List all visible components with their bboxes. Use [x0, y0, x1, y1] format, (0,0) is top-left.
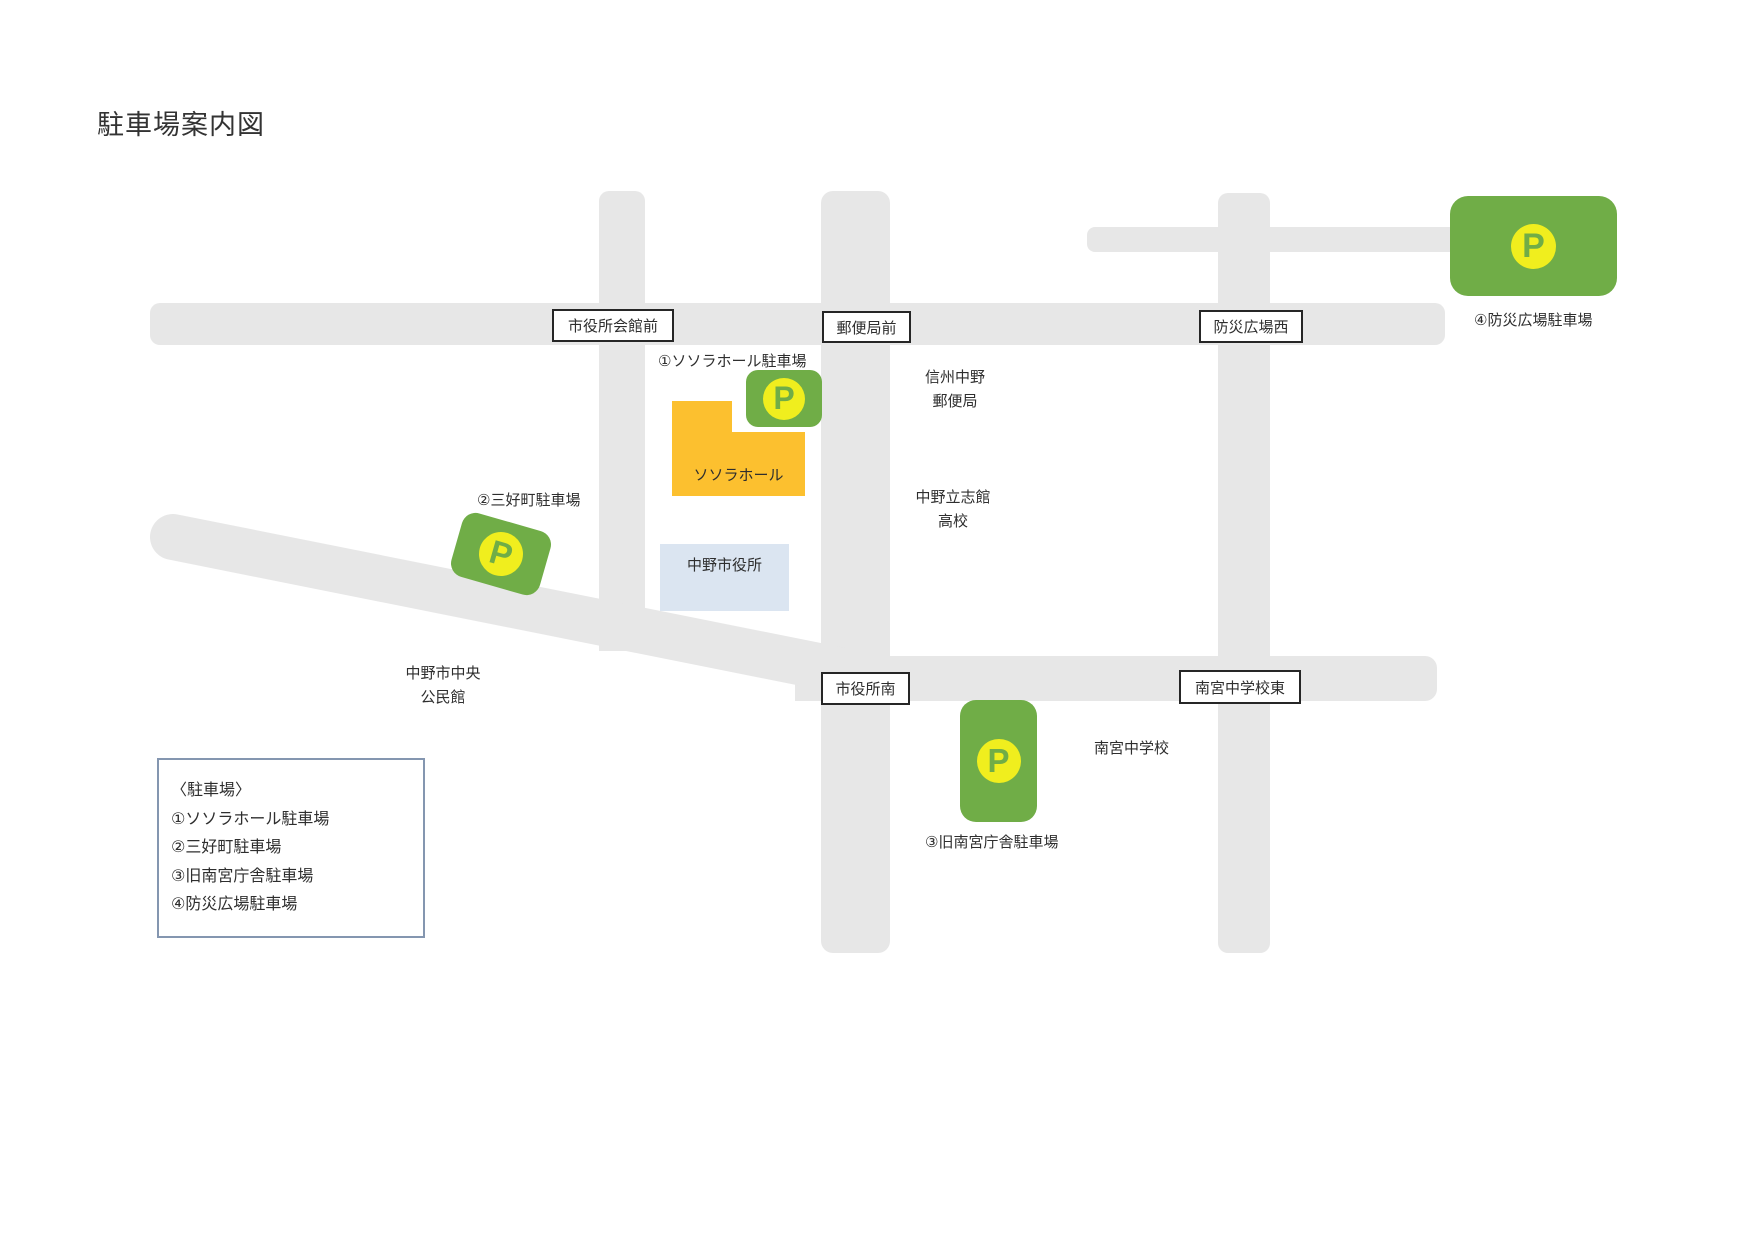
intersection-label-shiyakusho-minami: 市役所南: [821, 672, 910, 705]
place-label-high-school-line1: 中野立志館: [915, 489, 991, 506]
road-vertical-west: [599, 191, 645, 651]
intersection-label-yubinkyoku-mae: 郵便局前: [822, 311, 911, 343]
intersection-label-nangu-chugakko-higashi: 南宮中学校東: [1179, 670, 1301, 704]
legend-item-4: ④防災広場駐車場: [171, 896, 298, 913]
parking-label-4: ④防災広場駐車場: [1474, 312, 1593, 329]
place-label-community-center-line1: 中野市中央: [405, 665, 481, 682]
place-label-high-school: 中野立志館 高校: [903, 486, 1003, 534]
place-label-junior-high: 南宮中学校: [1094, 740, 1170, 757]
place-label-post-office-line1: 信州中野: [924, 369, 985, 386]
building-city-hall: [660, 544, 789, 611]
parking-p-icon: P: [1511, 223, 1556, 269]
place-label-high-school-line2: 高校: [937, 513, 968, 530]
legend-box: 〈駐車場〉 ①ソソラホール駐車場 ②三好町駐車場 ③旧南宮庁舎駐車場 ④防災広場…: [157, 758, 425, 938]
place-label-community-center: 中野市中央 公民館: [393, 662, 493, 710]
parking-p-icon: P: [763, 377, 805, 420]
place-label-post-office-line2: 郵便局: [932, 393, 978, 410]
intersection-label-bosai-hiroba-nishi: 防災広場西: [1199, 310, 1303, 343]
parking-label-3: ③旧南宮庁舎駐車場: [925, 834, 1059, 851]
parking-label-2: ②三好町駐車場: [477, 492, 581, 509]
legend-item-1: ①ソソラホール駐車場: [171, 810, 330, 828]
place-label-community-center-line2: 公民館: [420, 689, 466, 706]
legend-title: 〈駐車場〉: [171, 782, 252, 799]
place-label-post-office: 信州中野 郵便局: [905, 366, 1005, 414]
road-top-right: [1087, 227, 1462, 252]
parking-label-1: ①ソソラホール駐車場: [658, 353, 807, 370]
page-title: 駐車場案内図: [97, 110, 265, 140]
building-city-hall-label: 中野市役所: [686, 557, 762, 574]
legend-item-2: ②三好町駐車場: [171, 839, 282, 856]
legend-item-3: ③旧南宮庁舎駐車場: [171, 867, 314, 885]
intersection-label-shiyakusho-kaikan-mae: 市役所会館前: [552, 309, 674, 342]
parking-p-icon: P: [473, 526, 529, 582]
parking-marker-4: P: [1450, 196, 1617, 296]
parking-marker-3: P: [960, 700, 1037, 822]
parking-marker-1: P: [746, 370, 822, 427]
parking-p-icon: P: [976, 739, 1021, 783]
building-sosora-hall-label: ソソラホール: [693, 467, 784, 484]
building-sosora-hall-wing: [672, 432, 805, 496]
